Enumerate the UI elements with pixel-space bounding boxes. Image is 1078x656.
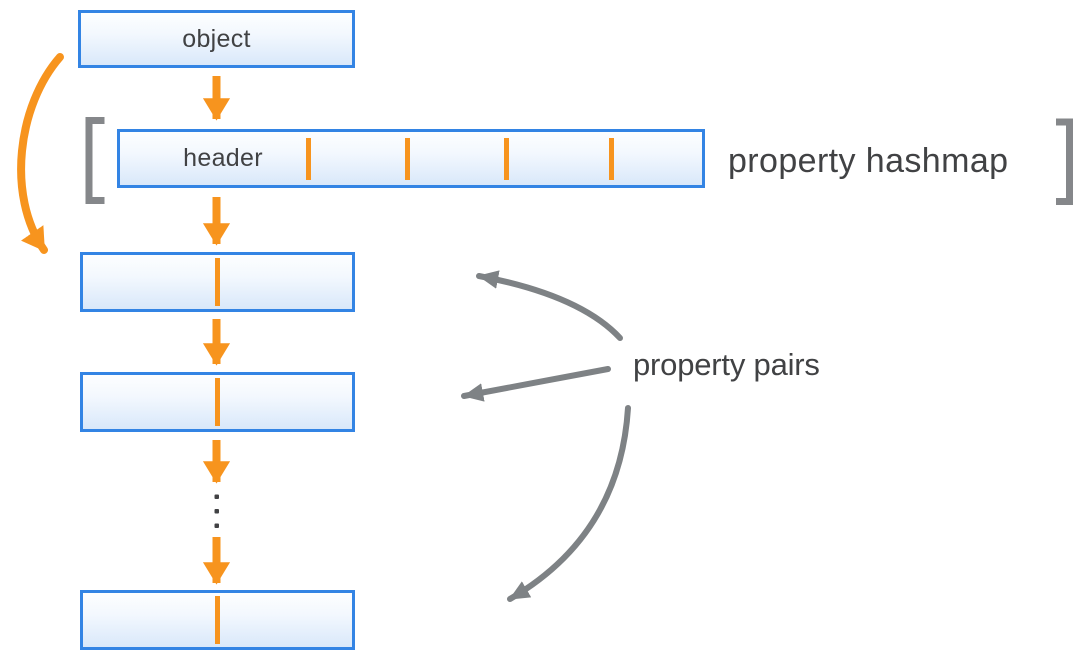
- pairs-label-to-pair3-arrow: [507, 405, 631, 602]
- hashmap-header-box: header: [117, 129, 705, 188]
- left-bracket: [85, 117, 105, 204]
- right-bracket: [1056, 118, 1073, 205]
- hashmap-slot-divider: [609, 138, 614, 180]
- pairs-label-to-pair2-arrow: [461, 366, 611, 402]
- property-hashmap-label: property hashmap: [728, 142, 1009, 180]
- hashmap-slot-divider: [504, 138, 509, 180]
- hashmap-slot-divider: [306, 138, 311, 180]
- header-label: header: [183, 144, 263, 172]
- pair-cell-divider: [215, 596, 220, 644]
- object-to-pair-curved-arrow: [17, 53, 64, 254]
- object-label: object: [182, 24, 251, 53]
- property-pair-box-2: [80, 372, 355, 432]
- pairs-label-to-pair1-arrow: [476, 270, 623, 341]
- property-pairs-label: property pairs: [633, 347, 820, 382]
- pair-cell-divider: [215, 378, 220, 426]
- object-box: object: [78, 10, 355, 68]
- ellipsis-dots: [214, 494, 219, 528]
- property-pair-box-1: [80, 252, 355, 312]
- property-pair-box-3: [80, 590, 355, 650]
- hashmap-slot-divider: [405, 138, 410, 180]
- pair-cell-divider: [215, 258, 220, 306]
